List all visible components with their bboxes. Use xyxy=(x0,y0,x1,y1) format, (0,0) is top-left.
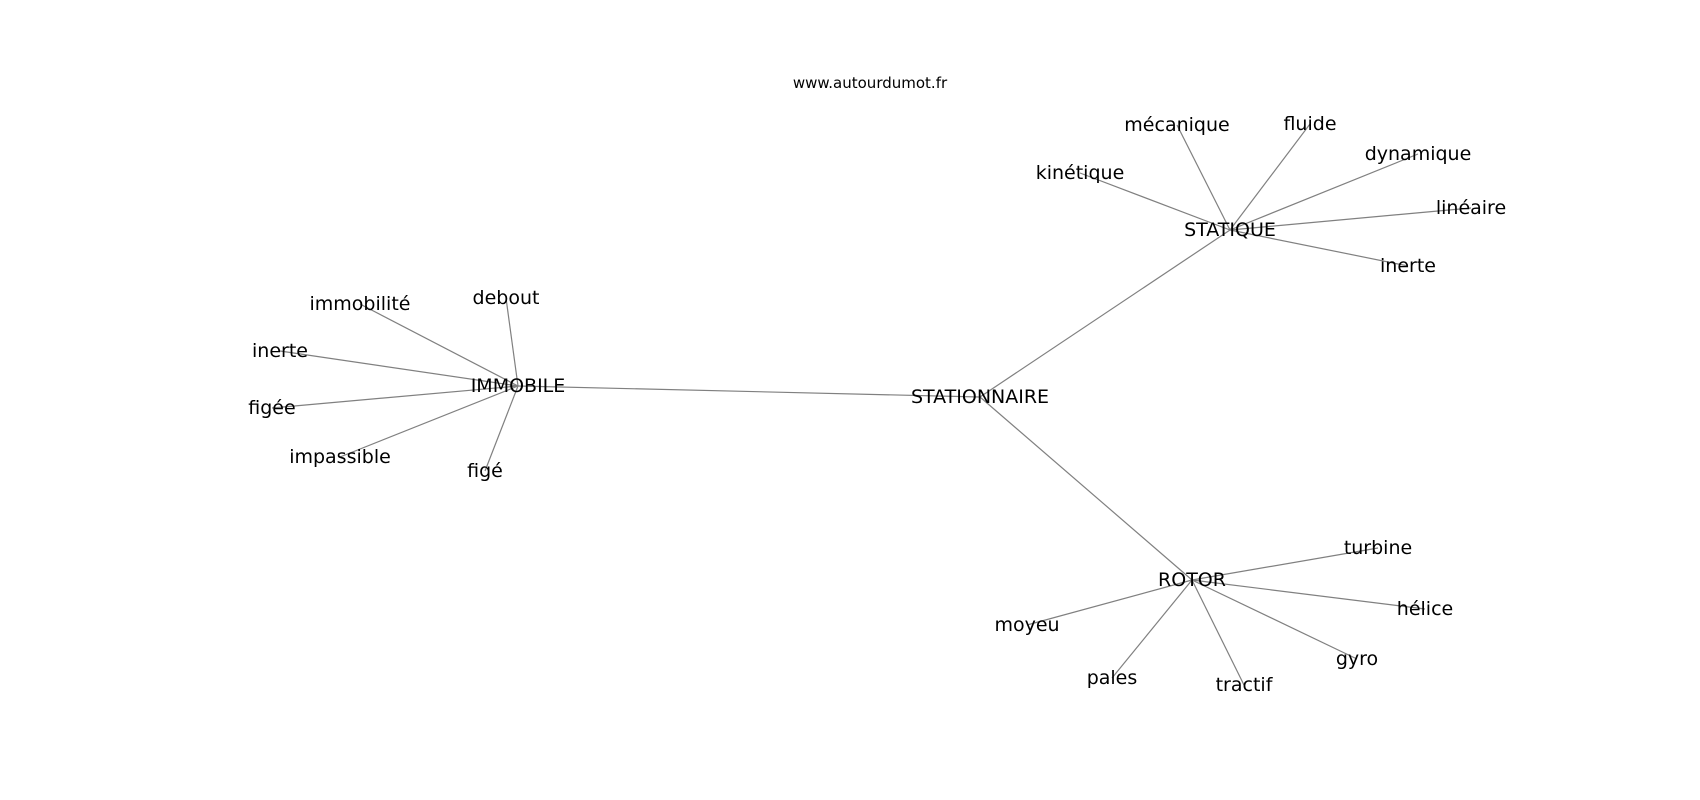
site-watermark: www.autourdumot.fr xyxy=(793,74,948,92)
node-hub-statique[interactable]: STATIQUE xyxy=(1184,219,1276,241)
node-leaf-impassible-immobile[interactable]: impassible xyxy=(289,446,391,468)
node-leaf-tractif-rotor[interactable]: tractif xyxy=(1216,674,1274,696)
edge-immobile-immobilite xyxy=(359,303,519,387)
edge-statique-inerte xyxy=(1229,229,1409,267)
edge-rotor-tractif xyxy=(1191,579,1245,686)
edge-immobile-inerte xyxy=(279,350,519,387)
edge-statique-fluide xyxy=(1229,123,1311,231)
edge-statique-dynamique xyxy=(1229,153,1419,231)
node-leaf-turbine-rotor[interactable]: turbine xyxy=(1344,537,1412,559)
edge-statique-mecanique xyxy=(1176,124,1231,231)
edge-stationnaire-immobile xyxy=(517,385,981,398)
edge-rotor-helice xyxy=(1191,579,1426,610)
node-leaf-debout-immobile[interactable]: debout xyxy=(473,287,540,309)
edge-rotor-pales xyxy=(1111,579,1193,679)
edge-immobile-figee xyxy=(271,385,519,409)
edge-immobile-fige xyxy=(484,385,519,472)
edge-immobile-impassible xyxy=(339,385,519,458)
node-leaf-gyro-rotor[interactable]: gyro xyxy=(1336,648,1378,670)
node-center-stationnaire[interactable]: STATIONNAIRE xyxy=(911,386,1049,408)
edge-stationnaire-statique xyxy=(979,229,1231,398)
node-leaf-lineaire-statique[interactable]: linéaire xyxy=(1436,197,1506,219)
edge-stationnaire-rotor xyxy=(979,396,1193,581)
edge-rotor-turbine xyxy=(1191,547,1379,581)
node-leaf-kinetique-statique[interactable]: kinétique xyxy=(1036,162,1125,184)
node-leaf-figee-immobile[interactable]: figée xyxy=(248,397,295,419)
edges-layer xyxy=(271,123,1472,686)
edge-immobile-debout xyxy=(505,297,519,387)
node-leaf-inerte-immobile[interactable]: inerte xyxy=(252,340,308,362)
node-leaf-inerte-statique[interactable]: inerte xyxy=(1380,255,1436,277)
edge-statique-kinetique xyxy=(1079,172,1231,231)
node-hub-immobile[interactable]: IMMOBILE xyxy=(471,375,566,397)
edge-rotor-moyeu xyxy=(1026,579,1193,626)
node-hub-rotor[interactable]: ROTOR xyxy=(1158,569,1226,591)
node-leaf-mecanique-statique[interactable]: mécanique xyxy=(1124,114,1229,136)
node-leaf-immobilite-immobile[interactable]: immobilité xyxy=(310,293,411,315)
node-leaf-fluide-statique[interactable]: fluide xyxy=(1283,113,1336,135)
node-leaf-helice-rotor[interactable]: hélice xyxy=(1397,598,1453,620)
node-leaf-moyeu-rotor[interactable]: moyeu xyxy=(994,614,1059,636)
node-leaf-fige-immobile[interactable]: figé xyxy=(467,460,503,482)
edge-rotor-gyro xyxy=(1191,579,1358,660)
nodes-layer: STATIONNAIRE IMMOBILE immobilité debout iner… xyxy=(248,113,1506,696)
edge-statique-lineaire xyxy=(1229,207,1472,231)
node-leaf-dynamique-statique[interactable]: dynamique xyxy=(1365,143,1472,165)
node-leaf-pales-rotor[interactable]: pales xyxy=(1087,667,1138,689)
